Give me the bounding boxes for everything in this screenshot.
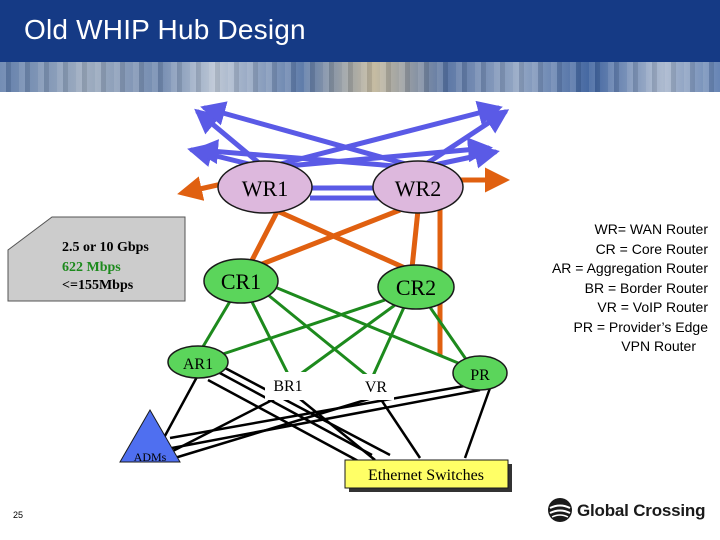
wr2-label: WR2 (395, 176, 441, 201)
gbps-link (245, 208, 281, 270)
mbps622-link (269, 283, 476, 372)
ar1-node (167, 345, 229, 379)
global-crossing-logo: Global Crossing (545, 495, 705, 525)
slow-links (158, 366, 492, 464)
wr1-node (217, 160, 313, 214)
adms-node (119, 408, 181, 463)
legend-item: WR= WAN Router (594, 221, 708, 237)
slow-link (164, 393, 283, 457)
slow-link (158, 374, 200, 446)
wan-link (200, 101, 423, 171)
photo-banner (0, 62, 720, 92)
mbps622-link (294, 303, 396, 380)
wr1-label: WR1 (242, 176, 288, 201)
legend-item: AR = Aggregation Router (551, 260, 708, 276)
legend-item: VPN Router (621, 338, 696, 354)
slow-link (378, 397, 422, 459)
link-key-box (7, 216, 186, 302)
wan-link (193, 139, 423, 171)
gbps-link (409, 209, 421, 269)
mbps622-link (370, 304, 407, 379)
legend-item: PR = Provider’s Edge (573, 318, 709, 335)
ethernet-label: Ethernet Switches (368, 467, 484, 484)
key-gbps-label: 2.5 or 10 Gbps (62, 240, 149, 255)
slow-link (217, 370, 373, 457)
mbps622-link (423, 299, 472, 366)
wan-links (187, 100, 510, 171)
wan-link (417, 109, 510, 171)
mbps622-links (196, 283, 476, 380)
br1-node (265, 372, 311, 400)
slow-link (294, 394, 376, 461)
gbps-link (273, 207, 407, 271)
key-155-label: <=155Mbps (62, 278, 134, 293)
photo-banner-texture (0, 62, 720, 92)
legend-item: BR = Border Router (584, 279, 708, 296)
key-622-label: 622 Mbps (62, 260, 121, 275)
vr-node (358, 374, 394, 400)
legend-item: CR = Core Router (595, 240, 708, 257)
cr1-label: CR1 (221, 269, 261, 294)
globe-icon (548, 498, 572, 522)
mbps622-link (261, 288, 371, 380)
mbps622-link (196, 297, 234, 356)
slow-link (167, 396, 373, 462)
adms-label: ADMs (134, 450, 167, 464)
pr-node (452, 355, 508, 391)
slow-link (169, 383, 471, 440)
logo-text: Global Crossing (577, 501, 706, 520)
gbps-link (251, 207, 401, 271)
ethernet-switches-node (344, 459, 509, 489)
cr1-node (203, 258, 279, 304)
router-legend: WR= WAN Router CR = Core Router AR = Agg… (508, 220, 708, 357)
wr2-node (372, 160, 464, 214)
title-bar: Old WHIP Hub Design (0, 0, 720, 62)
mbps622-link (204, 298, 386, 362)
slow-link (207, 378, 361, 464)
pr-label: PR (470, 367, 490, 384)
slow-link (463, 387, 492, 459)
slow-link (224, 366, 391, 457)
page-title: Old WHIP Hub Design (24, 14, 306, 45)
vr-label: VR (365, 379, 388, 396)
br1-label: BR1 (273, 378, 302, 395)
cr2-node (377, 264, 455, 310)
ar1-label: AR1 (183, 356, 213, 373)
legend-item: VR = VoIP Router (597, 299, 708, 315)
page-number: 25 (13, 510, 24, 520)
cr2-label: CR2 (396, 275, 436, 300)
